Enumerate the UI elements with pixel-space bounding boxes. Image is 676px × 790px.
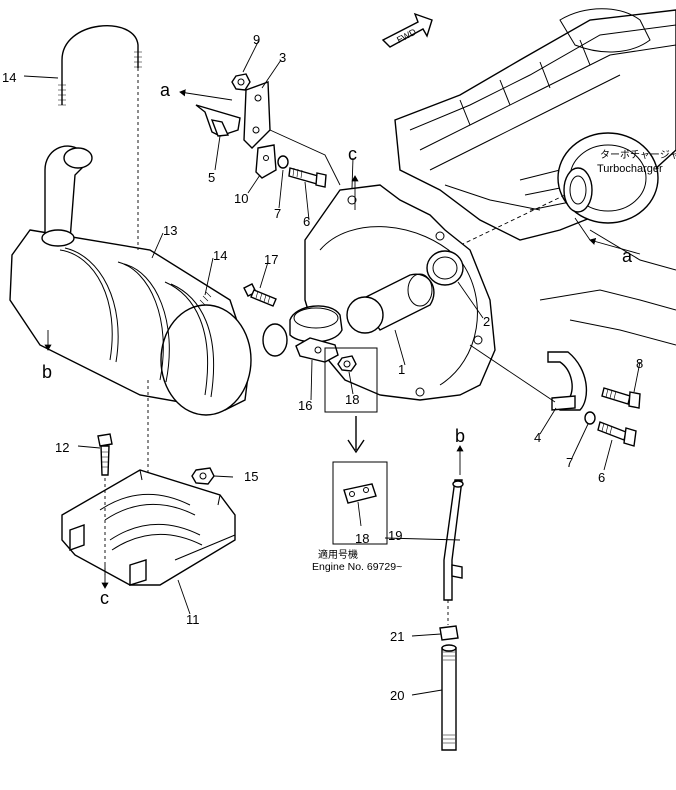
- muffler-band: [199, 291, 212, 306]
- clamp: [295, 337, 339, 363]
- callout-18-top: 18: [345, 392, 359, 407]
- nut-15: [191, 467, 215, 485]
- ref-c-bottom: c: [100, 588, 109, 608]
- nut-18: [324, 347, 378, 413]
- bracket-4: [547, 351, 588, 411]
- fwd-arrow-icon: FWD: [381, 12, 433, 48]
- ref-a-top: a: [160, 80, 171, 100]
- callout-10: 10: [234, 191, 248, 206]
- bolt-6-right: [597, 421, 637, 447]
- callout-18-detail: 18: [355, 531, 369, 546]
- rain-cap-rod: [58, 25, 142, 106]
- ref-b-left: b: [42, 362, 52, 382]
- callout-11: 11: [186, 612, 200, 627]
- callout-5: 5: [208, 170, 215, 185]
- ref-a-right: a: [622, 246, 633, 266]
- bolt-12: [97, 433, 113, 476]
- muffler: [9, 145, 288, 416]
- callout-17: 17: [264, 252, 278, 267]
- callout-1: 1: [398, 362, 405, 377]
- engine-note-jp: 適用号機: [318, 548, 358, 561]
- bolt-6-top: [288, 167, 327, 188]
- callout-2: 2: [483, 314, 490, 329]
- callout-21: 21: [390, 629, 404, 644]
- callout-7-right: 7: [566, 455, 573, 470]
- callout-6-right: 6: [598, 470, 605, 485]
- callout-19: 19: [388, 528, 402, 543]
- callout-9: 9: [253, 32, 260, 47]
- bracket-10: [255, 144, 277, 179]
- callout-14-right: 14: [213, 248, 227, 263]
- plate-18-detail: [332, 461, 388, 545]
- gasket: [426, 250, 464, 286]
- callout-13: 13: [163, 223, 177, 238]
- callout-6-top: 6: [303, 214, 310, 229]
- nut-9: [231, 73, 251, 91]
- turbocharger-label-jp: ターボチャージャ: [600, 149, 676, 161]
- callout-3: 3: [279, 50, 286, 65]
- callout-14-left: 14: [2, 70, 16, 85]
- bolt-17: [243, 283, 277, 307]
- bracket-3: [243, 81, 271, 149]
- bracket-5: [195, 104, 241, 137]
- washer-7-right: [584, 411, 596, 425]
- clip-21: [439, 625, 459, 641]
- turbocharger-label-en: Turbocharger: [597, 163, 663, 175]
- callout-4: 4: [534, 430, 541, 445]
- washer-7-top: [277, 155, 289, 169]
- turbocharger: ターボチャージャ Turbocharger: [557, 132, 676, 224]
- ref-b-pipe: b: [455, 426, 465, 446]
- detail-arrow: [347, 416, 365, 454]
- hose-20: [441, 644, 457, 751]
- ref-c-top: c: [348, 144, 357, 164]
- bolt-8: [601, 387, 641, 409]
- callout-7-top: 7: [274, 206, 281, 221]
- callout-8: 8: [636, 356, 643, 371]
- muffler-bracket: [61, 469, 236, 586]
- exhaust-pipe: [346, 273, 435, 334]
- callout-15: 15: [244, 469, 258, 484]
- engine-note-en: Engine No. 69729~: [312, 561, 402, 573]
- callout-12: 12: [55, 440, 69, 455]
- callout-16: 16: [298, 398, 312, 413]
- outlet-elbow: [289, 305, 343, 343]
- callout-20: 20: [390, 688, 404, 703]
